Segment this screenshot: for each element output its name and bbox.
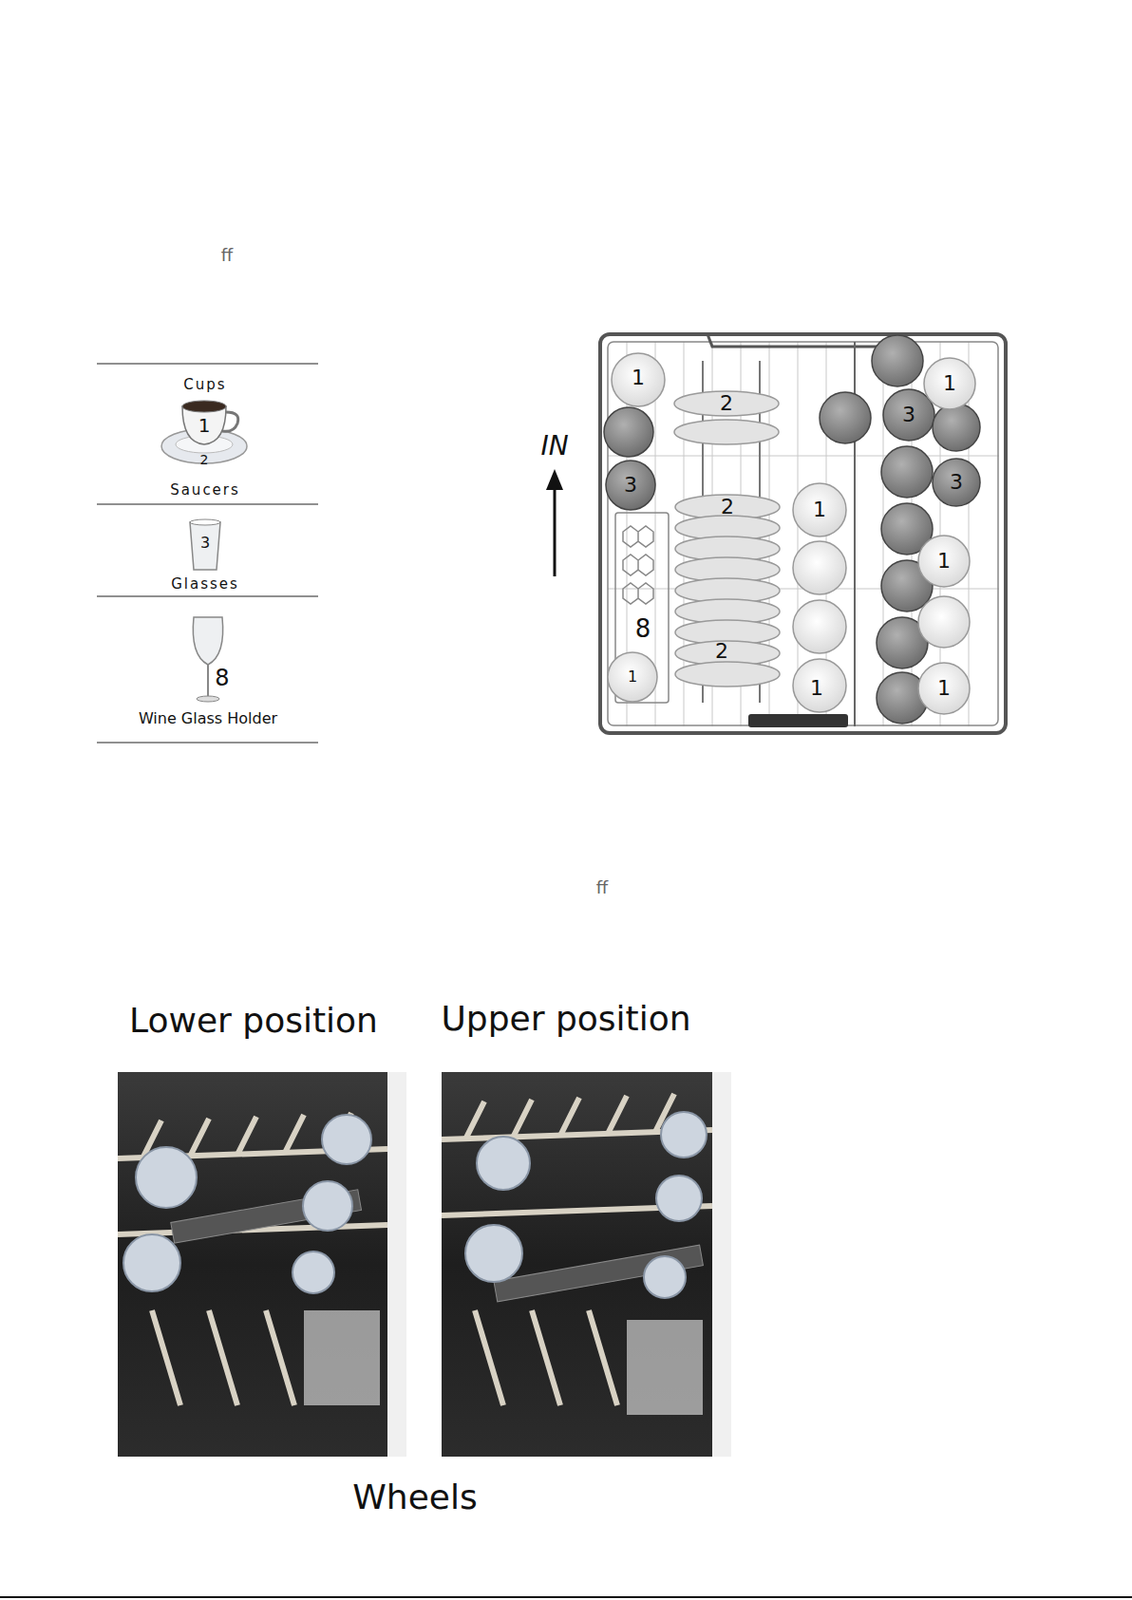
callout-number: 1 [627, 668, 638, 686]
callout-number: 1 [812, 498, 827, 522]
callout-number: 8 [635, 615, 652, 643]
callout-number: 1 [937, 677, 951, 700]
legend-label: Saucers [169, 482, 241, 499]
fragment-text: ff [221, 245, 233, 265]
callout-number: 1 [943, 372, 957, 396]
photo-caption: Wheels [352, 1478, 477, 1517]
legend-label: Glasses [170, 576, 240, 593]
callout-number: 1 [198, 415, 211, 436]
legend-label: Wine Glass Holder [138, 710, 278, 728]
fragment-text: ff [596, 878, 608, 898]
glass-icon [189, 519, 221, 570]
callout-number: 1 [631, 366, 645, 390]
callout-number: 3 [623, 473, 638, 497]
wheel-photo-lower [117, 1072, 407, 1457]
photo-caption: Upper position [440, 999, 691, 1038]
wheel-photo-upper [441, 1072, 732, 1457]
callout-number: 3 [902, 403, 916, 427]
legend-label: Cups [183, 377, 227, 394]
callout-number: 3 [200, 534, 210, 552]
callout-number: 2 [720, 495, 735, 519]
callout-number: 2 [715, 640, 729, 663]
direction-arrow [546, 469, 564, 577]
page-rule [0, 1596, 1132, 1599]
callout-number: 1 [937, 549, 951, 573]
upper-basket [600, 334, 1006, 734]
callout-number: 2 [719, 392, 734, 416]
callout-number: 8 [214, 665, 229, 691]
callout-number: 3 [949, 471, 963, 494]
callout-number: 1 [810, 677, 824, 700]
direction-label: IN [540, 432, 568, 462]
legend-table [96, 363, 319, 743]
callout-number: 2 [200, 452, 209, 468]
photo-caption: Lower position [129, 1001, 378, 1040]
